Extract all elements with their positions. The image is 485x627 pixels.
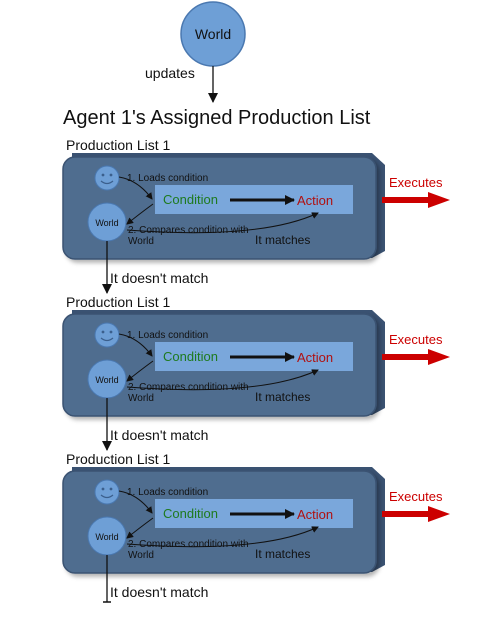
executes-arrow <box>382 349 450 365</box>
action-label: Action <box>297 193 333 208</box>
loads-arrow <box>118 176 153 200</box>
no-match-label: It doesn't match <box>110 270 208 286</box>
executes-label: Executes <box>389 175 443 190</box>
panel-world-label: World <box>95 375 118 385</box>
compares-label-world: World <box>128 550 154 561</box>
executes-label: Executes <box>389 332 443 347</box>
action-label: Action <box>297 507 333 522</box>
action-label: Action <box>297 350 333 365</box>
compares-arrow <box>126 517 154 539</box>
condition-label: Condition <box>163 192 218 207</box>
compares-label-world: World <box>128 393 154 404</box>
matches-label: It matches <box>255 390 310 404</box>
matches-arrow <box>126 369 319 391</box>
loads-condition-label: 1. Loads condition <box>127 330 208 341</box>
loads-arrow <box>118 490 153 514</box>
smiley-mouth-icon <box>100 180 114 185</box>
panel-world-label: World <box>95 532 118 542</box>
compares-arrow <box>126 203 154 225</box>
condition-label: Condition <box>163 506 218 521</box>
world-node-label: World <box>195 26 231 42</box>
smiley-eye-icon <box>101 487 105 491</box>
panel-world-label: World <box>95 218 118 228</box>
smiley-eye-icon <box>109 330 113 334</box>
smiley-mouth-icon <box>100 494 114 499</box>
smiley-eye-icon <box>101 330 105 334</box>
compares-arrow <box>126 360 154 382</box>
updates-label: updates <box>145 65 195 81</box>
loads-condition-label: 1. Loads condition <box>127 173 208 184</box>
panel-heading: Production List 1 <box>66 294 170 310</box>
smiley-icon <box>94 479 120 505</box>
smiley-icon <box>94 165 120 191</box>
compares-label-world: World <box>128 236 154 247</box>
smiley-eye-icon <box>101 173 105 177</box>
compares-label: 2. Compares condition with <box>128 382 249 393</box>
executes-arrow <box>382 506 450 522</box>
smiley-mouth-icon <box>100 337 114 342</box>
loads-arrow <box>118 333 153 357</box>
matches-label: It matches <box>255 233 310 247</box>
executes-arrow <box>382 192 450 208</box>
matches-label: It matches <box>255 547 310 561</box>
no-match-label: It doesn't match <box>110 584 208 600</box>
matches-arrow <box>126 212 319 234</box>
smiley-eye-icon <box>109 487 113 491</box>
matches-arrow <box>126 526 319 548</box>
smiley-icon <box>94 322 120 348</box>
no-match-label: It doesn't match <box>110 427 208 443</box>
compares-label: 2. Compares condition with <box>128 225 249 236</box>
compares-label: 2. Compares condition with <box>128 539 249 550</box>
condition-label: Condition <box>163 349 218 364</box>
panel-heading: Production List 1 <box>66 137 170 153</box>
panel-heading: Production List 1 <box>66 451 170 467</box>
smiley-eye-icon <box>109 173 113 177</box>
loads-condition-label: 1. Loads condition <box>127 487 208 498</box>
executes-label: Executes <box>389 489 443 504</box>
diagram-title: Agent 1's Assigned Production List <box>63 107 371 129</box>
